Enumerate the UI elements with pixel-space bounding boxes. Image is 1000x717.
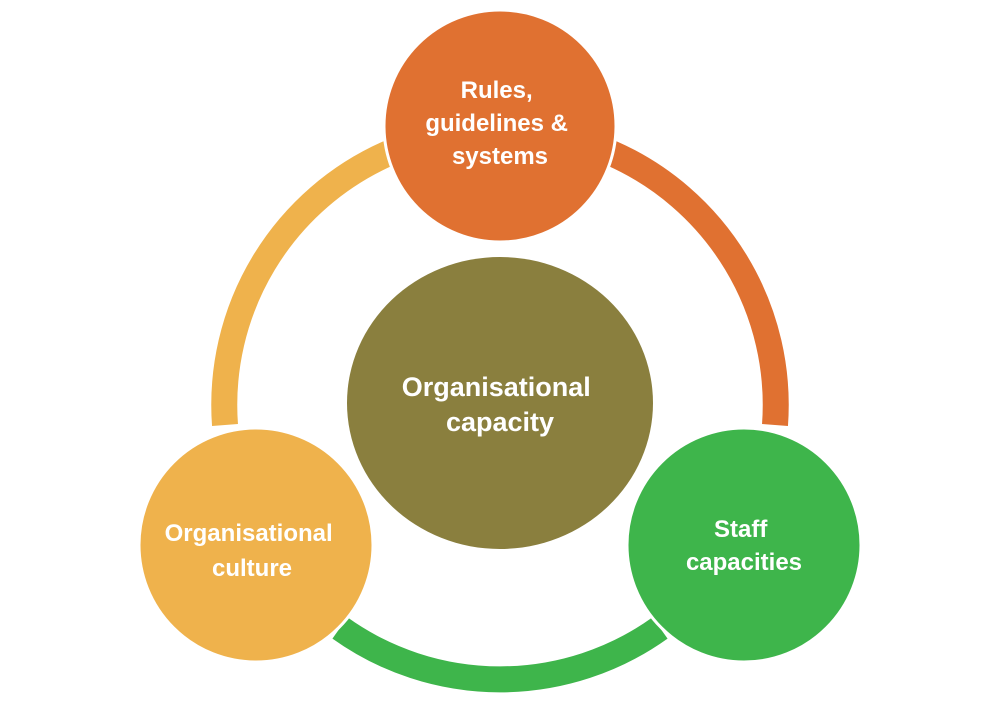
node-staff-label-line-2: capacities — [686, 549, 802, 576]
node-staff-capacities: Staff capacities — [625, 426, 863, 664]
node-culture-circle — [137, 426, 375, 664]
arc-staff-to-culture — [332, 617, 668, 693]
center-circle — [347, 257, 653, 549]
arc-rules-to-staff — [605, 141, 789, 426]
node-rules-label-line-3: systems — [452, 143, 548, 170]
node-rules-guidelines-systems: Rules, guidelines & systems — [382, 8, 618, 244]
node-staff-label-line-1: Staff — [714, 516, 768, 543]
svg-text:Organisational culture: Organisational culture — [165, 520, 340, 582]
node-organisational-culture: Organisational culture — [137, 426, 375, 664]
center-label-line-2: capacity — [446, 407, 554, 437]
node-rules-circle — [382, 8, 618, 244]
node-culture-label-line-2: culture — [212, 555, 292, 582]
node-rules-label-line-1: Rules, — [461, 77, 533, 104]
node-organisational-capacity: Organisational capacity — [347, 257, 653, 549]
svg-text:Staff capacities: Staff capacities — [686, 516, 802, 576]
node-rules-label-line-2: guidelines & — [425, 110, 568, 137]
node-culture-label-line-1: Organisational — [165, 520, 333, 547]
svg-text:Rules, guidelines &: Rules, guidelines & systems — [425, 77, 574, 170]
svg-text:Organisational capacity: Organisational capacity — [402, 372, 599, 437]
node-staff-circle — [625, 426, 863, 664]
center-label-line-1: Organisational — [402, 372, 591, 402]
arc-culture-to-rules — [211, 141, 395, 426]
